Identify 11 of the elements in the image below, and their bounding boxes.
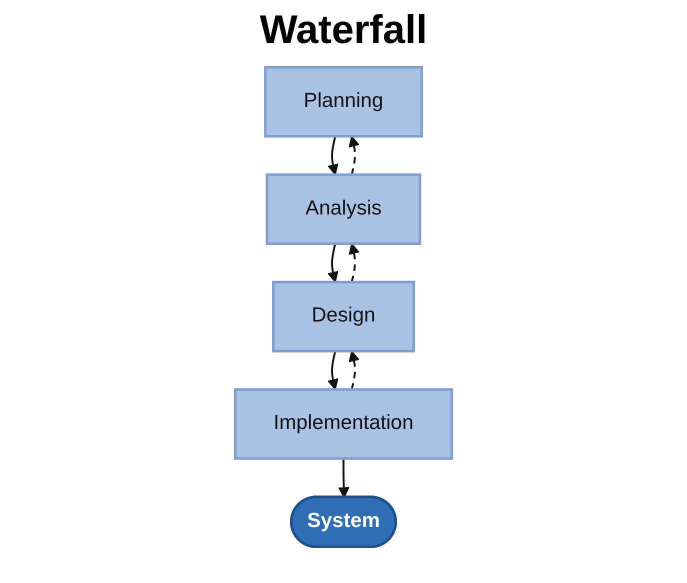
diagram-title: Waterfall [258,8,428,53]
node-box: Design [272,280,415,352]
node-box: Analysis [266,173,422,245]
arrow [348,350,360,390]
arrow [327,136,338,176]
arrow [348,243,360,282]
arrow [327,350,338,390]
node-box: Implementation [234,388,454,460]
node-box: Planning [264,66,423,138]
arrow [348,136,360,175]
arrow [327,243,338,283]
